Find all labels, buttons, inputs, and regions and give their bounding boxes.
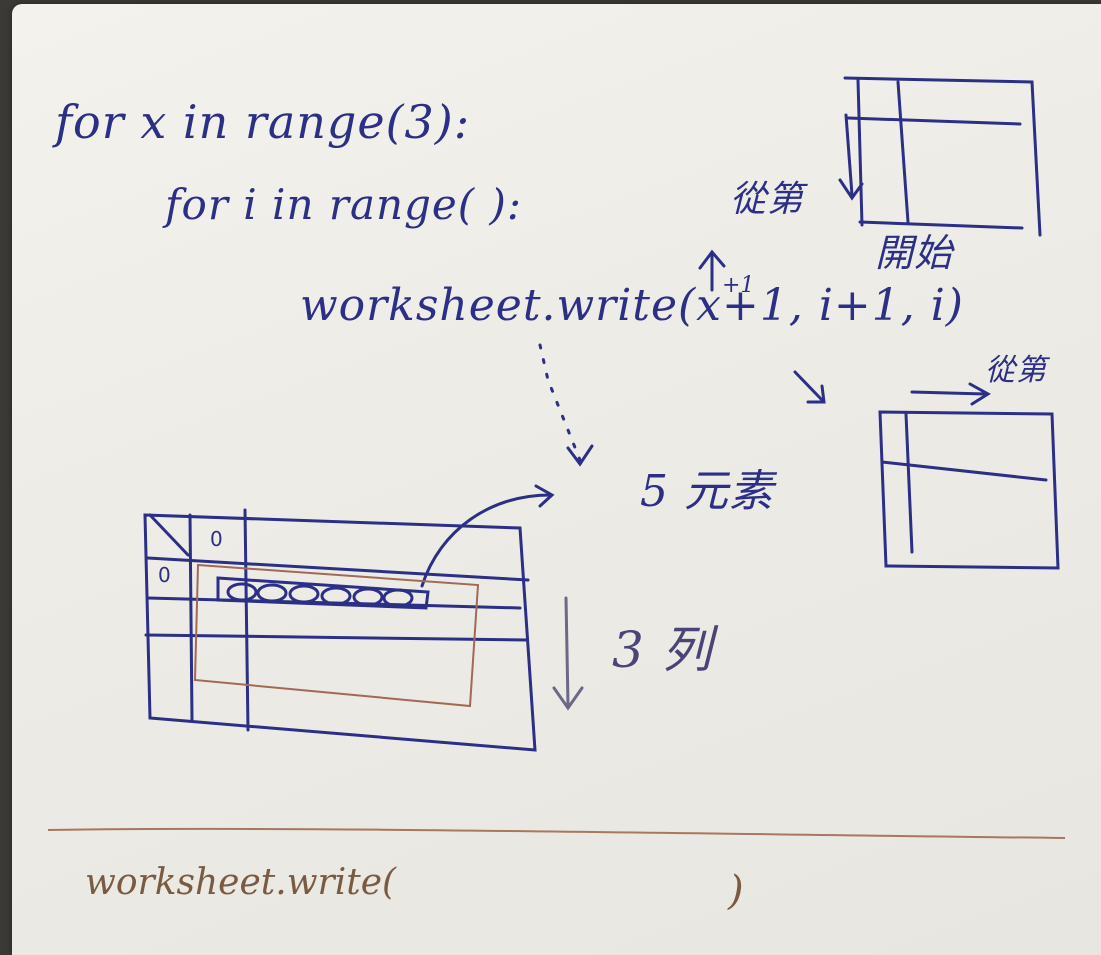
dotted-arrow-to-elements bbox=[538, 343, 582, 462]
footer-close-paren: ) bbox=[728, 868, 744, 914]
annotation-start-from-right: 從第 bbox=[985, 353, 1047, 388]
spreadsheet-sketch bbox=[143, 484, 555, 752]
paper-sheet bbox=[12, 4, 1101, 955]
dotted-arrow-head bbox=[566, 444, 594, 467]
row-header-label: 0 bbox=[158, 563, 171, 587]
annotation-three-rows: 3 列 bbox=[612, 621, 713, 679]
separator-line bbox=[47, 827, 1066, 839]
arrow-to-right-grid bbox=[793, 370, 826, 404]
highlight-rectangle bbox=[193, 563, 480, 708]
footer-write-call: worksheet.write( bbox=[85, 862, 397, 903]
annotation-start-label: 開始 bbox=[875, 231, 954, 275]
annotation-start-from-top: 從第 bbox=[730, 179, 805, 220]
arrow-down-rows bbox=[552, 596, 584, 711]
annotation-plus-one: +1 bbox=[722, 273, 754, 298]
grid-sketch-right bbox=[878, 382, 1060, 570]
arrow-up-to-start bbox=[698, 249, 726, 292]
annotation-five-elements: 5 元素 bbox=[640, 466, 774, 517]
code-line-outer-loop: for x in range(3): bbox=[55, 95, 471, 149]
column-header-label: 0 bbox=[210, 527, 223, 551]
code-line-inner-loop: for i in range( ): bbox=[165, 180, 523, 229]
grid-sketch-top bbox=[838, 76, 1042, 237]
code-line-write-call: worksheet.write(x+1, i+1, i) bbox=[300, 280, 964, 331]
